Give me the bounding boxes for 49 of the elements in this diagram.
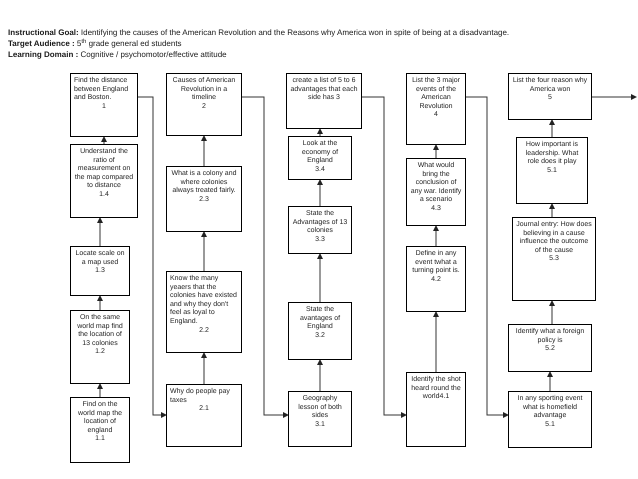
arrow (592, 94, 637, 100)
step-box (166, 384, 242, 447)
step-box (166, 166, 242, 232)
header-text: Learning Domain : Cognitive / psychomotor/effective attitude (8, 49, 228, 60)
step-box (70, 310, 130, 384)
step-box (288, 136, 352, 180)
arrow (201, 231, 207, 272)
arrow (549, 203, 555, 218)
step-box (512, 217, 596, 301)
step-box (286, 73, 362, 129)
step-box (70, 397, 130, 463)
step-box (70, 73, 138, 137)
step-box (508, 324, 592, 372)
arrow (242, 96, 289, 418)
step-box (406, 73, 466, 145)
arrow (549, 300, 555, 324)
arrow (97, 383, 103, 398)
arrow (317, 128, 323, 136)
arrow (317, 253, 323, 302)
step-box (288, 391, 352, 447)
step-box (516, 137, 588, 204)
arrow (433, 225, 439, 246)
step-box (508, 73, 592, 120)
arrow (549, 119, 555, 138)
arrow (101, 136, 107, 144)
step-box (166, 271, 242, 353)
arrow (97, 295, 103, 310)
arrow (433, 144, 439, 158)
arrow (317, 179, 323, 206)
arrow (97, 217, 103, 246)
arrow (362, 96, 407, 418)
arrow (201, 352, 207, 384)
step-box (70, 144, 138, 218)
arrow (317, 359, 323, 392)
step-box (406, 246, 466, 312)
arrow (138, 96, 167, 418)
header-text: Instructional Goal: Identifying the causes of the American Revolution and the Reasons why America won in spite of being at a disadvantage. (8, 27, 510, 38)
header-text: Target Audience : 5$^{th}$ grade general ed students (8, 38, 183, 49)
arrow (466, 96, 509, 418)
step-box (406, 158, 466, 226)
step-box (508, 391, 592, 448)
step-box (288, 206, 352, 254)
step-box (166, 73, 242, 136)
arrow (433, 311, 439, 372)
step-box (288, 302, 352, 360)
step-box (70, 246, 130, 296)
arrow (201, 135, 207, 166)
step-box (406, 372, 466, 447)
arrow (547, 371, 553, 392)
